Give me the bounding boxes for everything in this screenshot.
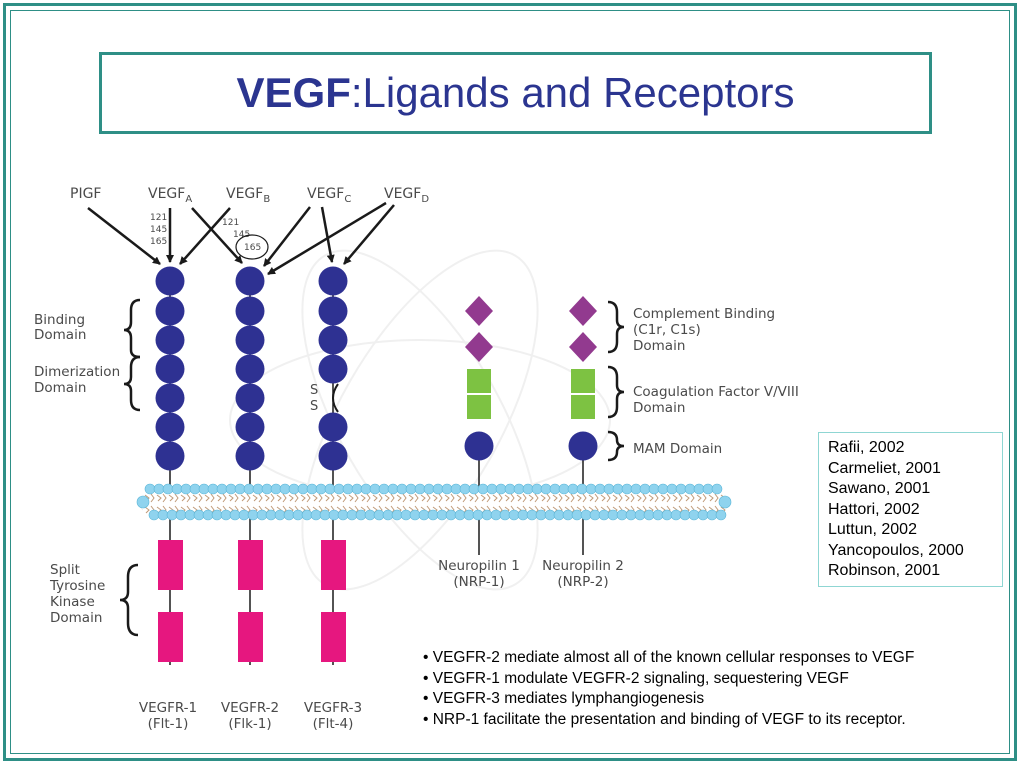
kinase-label-2: Tyrosine xyxy=(49,578,105,594)
reference-item: Hattori, 2002 xyxy=(828,500,920,518)
reference-item: Robinson, 2001 xyxy=(828,562,941,579)
neuropilin1-alias: (NRP-1) xyxy=(453,574,504,590)
note-item: VEGFR-2 mediate almost all of the known … xyxy=(423,648,1013,669)
vegfr2-receptor xyxy=(235,266,265,471)
pigf-label: PIGF xyxy=(70,186,101,202)
vegf-b-165-highlight-circle xyxy=(235,234,269,260)
left-braces xyxy=(119,298,141,637)
tyrosine-kinase-domains xyxy=(158,540,346,662)
neuropilin1 xyxy=(464,296,494,461)
note-item: VEGFR-1 modulate VEGFR-2 signaling, sequ… xyxy=(423,669,1013,690)
note-item: NRP-1 facilitate the presentation and bi… xyxy=(423,710,1013,731)
vegf-a-label: VEGFA xyxy=(148,186,192,205)
reference-item: Luttun, 2002 xyxy=(828,521,917,538)
vegfr3-receptor xyxy=(318,266,348,471)
arrow-vegfd-vegfr3 xyxy=(343,204,395,265)
isoform-b-145: 145 xyxy=(233,230,250,240)
arrow-pigf-vegfr1 xyxy=(87,207,161,265)
vegfr2-alias: (Flk-1) xyxy=(228,716,271,732)
neuropilin2 xyxy=(568,296,598,461)
background-watermark xyxy=(229,249,611,591)
isoform-labels: 121 145 165 121 145 165 xyxy=(150,213,261,253)
mam-label: MAM Domain xyxy=(633,441,722,457)
vegfr3-alias: (Flt-4) xyxy=(313,716,354,732)
dimerization-label-2: Domain xyxy=(34,380,86,396)
disulfide-link xyxy=(332,383,339,413)
isoform-a-121: 121 xyxy=(150,213,167,223)
left-domain-labels: Binding Domain Dimerization Domain Split… xyxy=(34,312,120,626)
binding-label-1: Binding xyxy=(34,312,85,328)
slide-outer-frame xyxy=(3,3,1017,761)
arrow-vegfb-vegfr1 xyxy=(179,207,231,265)
slide-inner-frame xyxy=(10,10,1010,754)
coagulation-label-2: Domain xyxy=(633,400,685,416)
reference-item: Sawano, 2001 xyxy=(828,480,931,497)
arrow-vegfd-vegfr2 xyxy=(267,201,387,276)
notes-list: VEGFR-2 mediate almost all of the known … xyxy=(423,648,1013,730)
vegfr1-name: VEGFR-1 xyxy=(139,700,197,716)
title-rest: :Ligands and Receptors xyxy=(350,69,795,116)
complement-label-2: (C1r, C1s) xyxy=(633,322,701,338)
arrow-vegfc-vegfr3 xyxy=(320,206,335,263)
vegf-c-label: VEGFC xyxy=(307,186,351,205)
vegfr1-receptor xyxy=(155,266,185,471)
kinase-label-1: Split xyxy=(50,562,80,578)
arrow-vegfa-vegfr2 xyxy=(191,207,243,264)
isoform-a-145: 145 xyxy=(150,225,167,235)
disulfide-s1: S xyxy=(310,383,318,398)
complement-label-3: Domain xyxy=(633,338,685,354)
neuropilin2-name: Neuropilin 2 xyxy=(542,558,624,574)
dimerization-label-1: Dimerization xyxy=(34,364,120,380)
receptor-stalks xyxy=(169,280,584,665)
binding-label-2: Domain xyxy=(34,327,86,343)
right-braces xyxy=(607,300,625,462)
reference-item: Yancopoulos, 2000 xyxy=(828,541,964,559)
right-domain-labels: Complement Binding (C1r, C1s) Domain Coa… xyxy=(633,306,799,457)
disulfide-s2: S xyxy=(310,399,318,414)
isoform-b-121: 121 xyxy=(222,218,239,228)
neuropilin2-alias: (NRP-2) xyxy=(557,574,608,590)
reference-item: Carmeliet, 2001 xyxy=(828,459,941,477)
kinase-label-4: Domain xyxy=(50,610,102,626)
receptor-names: VEGFR-1 (Flt-1) VEGFR-2 (Flk-1) VEGFR-3 … xyxy=(139,558,624,732)
binding-arrows xyxy=(87,201,395,276)
vegfr1-alias: (Flt-1) xyxy=(148,716,189,732)
vegfr3-name: VEGFR-3 xyxy=(304,700,362,716)
kinase-label-3: Kinase xyxy=(50,594,95,610)
ligand-labels: PIGF VEGFA VEGFB VEGFC VEGFD xyxy=(70,186,429,205)
vegf-d-label: VEGFD xyxy=(384,186,429,205)
reference-item: Rafii, 2002 xyxy=(828,439,905,456)
references-box: Rafii, 2002 Carmeliet, 2001 Sawano, 2001… xyxy=(818,432,1003,587)
page-title: VEGF:Ligands and Receptors xyxy=(237,69,795,117)
note-item: VEGFR-3 mediates lymphangiogenesis xyxy=(423,689,1013,710)
complement-label-1: Complement Binding xyxy=(633,306,775,322)
isoform-a-165: 165 xyxy=(150,237,167,247)
coagulation-label-1: Coagulation Factor V/VIII xyxy=(633,384,799,400)
vegf-b-label: VEGFB xyxy=(226,186,270,205)
neuropilin1-name: Neuropilin 1 xyxy=(438,558,520,574)
isoform-b-165: 165 xyxy=(244,243,261,253)
title-box: VEGF:Ligands and Receptors xyxy=(99,52,932,134)
title-bold: VEGF xyxy=(236,69,351,116)
arrow-vegfc-vegfr2 xyxy=(263,206,311,267)
cell-membrane xyxy=(136,483,732,521)
vegfr2-name: VEGFR-2 xyxy=(221,700,279,716)
